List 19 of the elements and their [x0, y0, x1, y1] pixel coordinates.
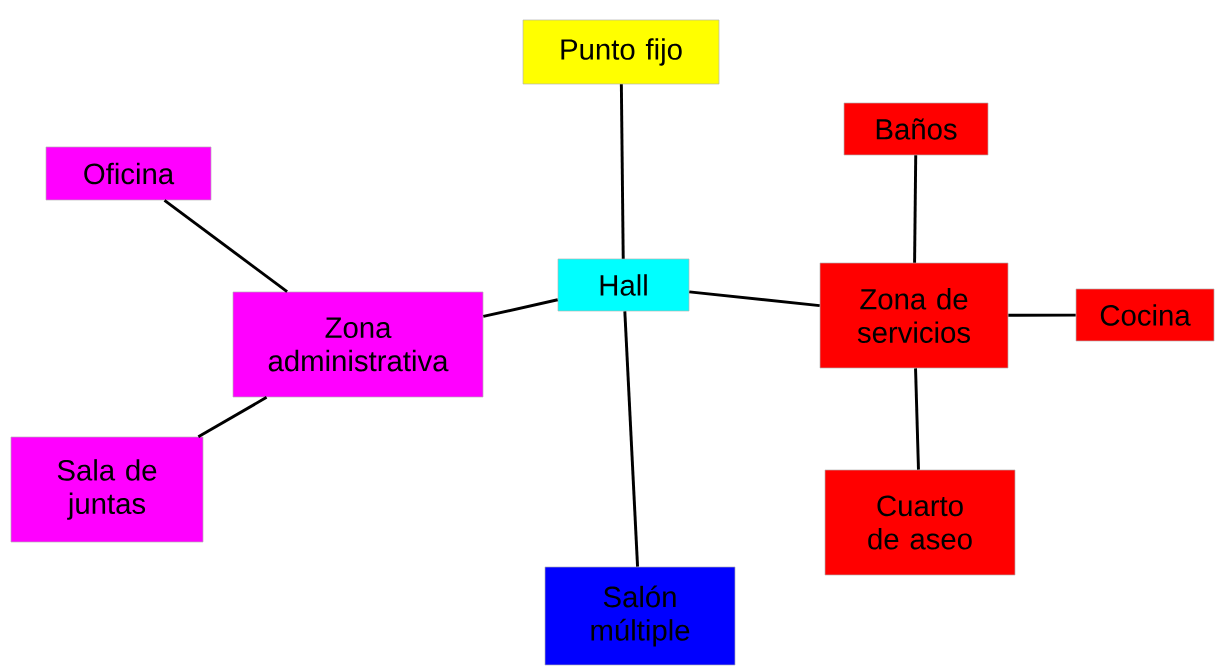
- connector-line: [619, 84, 625, 259]
- connector-line: [913, 155, 918, 263]
- connector-line: [483, 298, 558, 318]
- connector-line: [689, 290, 820, 308]
- room-box: Zona administrativa: [232, 291, 484, 398]
- room-box: Cocina: [1075, 288, 1215, 342]
- room-box: Salón múltiple: [544, 566, 736, 666]
- room-box: Hall: [557, 258, 690, 312]
- connector-line: [1008, 313, 1076, 317]
- connector-line: [197, 396, 268, 438]
- room-box: Sala de juntas: [10, 436, 204, 543]
- room-box: Zona de servicios: [819, 262, 1009, 369]
- room-box: Punto fijo: [522, 19, 720, 85]
- connector-line: [623, 311, 640, 567]
- room-box: Cuarto de aseo: [824, 469, 1016, 576]
- connector-line: [914, 368, 920, 470]
- connector-line: [163, 199, 288, 293]
- room-box: Oficina: [45, 146, 212, 201]
- room-box: Baños: [843, 102, 989, 156]
